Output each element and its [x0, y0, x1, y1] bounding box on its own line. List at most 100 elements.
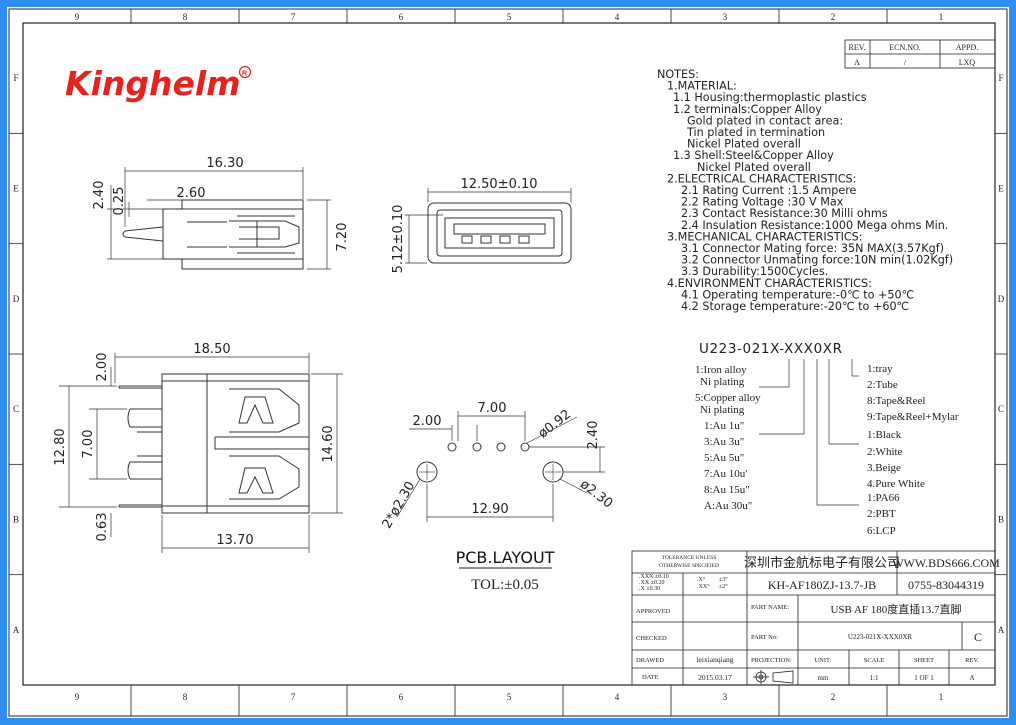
housing-option: 2:PBT [867, 508, 896, 520]
pcb-tolerance: TOL:±0.05 [471, 577, 539, 593]
rev-label: REV. [965, 657, 979, 664]
note-line: Gold plated in contact area: [687, 114, 843, 127]
packaging-option: 8:Tape&Reel [867, 395, 926, 407]
rev-header-ecn: ECN.NO. [889, 43, 921, 52]
grid-row-label: F [998, 73, 1003, 83]
packaging-option: 1:tray [867, 363, 893, 375]
note-line: Nickel Plated overall [697, 161, 811, 174]
grid-row-label: D [998, 294, 1005, 304]
tolerance-angular: .X° [697, 576, 706, 583]
note-line: 1.2 terminals:Copper Alloy [673, 103, 822, 116]
tolerance-line: .XXX ±0.10 [639, 574, 669, 580]
grid-column-label: 6 [399, 12, 404, 22]
note-line: Nickel Plated overall [687, 138, 801, 151]
company-website: WWW.BDS666.COM [892, 556, 1000, 570]
note-line: 2.3 Contact Resistance:30 Milli ohms [681, 207, 888, 220]
dim-5-12: 5.12±0.10 [391, 205, 406, 274]
grid-row-label: E [13, 184, 19, 194]
dim-pcb-12-90: 12.90 [471, 502, 508, 517]
pcb-layout-title: PCB.LAYOUT [456, 548, 555, 567]
material-option: 1:Iron alloy [695, 364, 747, 376]
part-code: U223-021X-XXX0XR [699, 341, 843, 357]
top-view-drawing [122, 199, 304, 270]
note-line: 4.2 Storage temperature:-20℃ to +60℃ [681, 300, 909, 313]
plating-option: 8:Au 15u" [704, 484, 750, 496]
tolerance-angular-value: ±2° [719, 583, 728, 590]
drawer-name: leixianqiang [696, 655, 733, 664]
registered-mark-icon [238, 65, 252, 79]
dim-pcb-2-00: 2.00 [413, 414, 442, 429]
grid-column-label: 8 [183, 12, 188, 22]
grid-column-label: 1 [939, 692, 944, 702]
tolerance-line: .X ±0.30 [639, 586, 660, 592]
note-line: 3.MECHANICAL CHARACTERISTICS: [667, 230, 863, 243]
part-name-label: PART NAME: [751, 604, 789, 611]
note-line: NOTES: [657, 68, 699, 81]
note-line: 1.MATERIAL: [667, 80, 737, 93]
note-line: 3.2 Connector Unmating force:10N min(1.0… [681, 254, 953, 267]
tolerance-linear: .XXX ±0.10.XX ±0.20.X ±0.30 [639, 574, 669, 592]
top-view-dimensions [107, 167, 331, 270]
notes-block: NOTES:1.MATERIAL:1.1 Housing:thermoplast… [657, 68, 953, 313]
packaging-option: 9:Tape&Reel+Mylar [867, 411, 959, 423]
packaging-option: 2:Tube [867, 379, 898, 391]
scale-value: 1:1 [870, 674, 879, 682]
dim-12-80: 12.80 [53, 428, 68, 465]
tolerance-angular-format: .X°.XX° [697, 576, 710, 590]
part-code-plating-options: 1:Au 1u"3:Au 3u"5:Au 5u"7:Au 10u'8:Au 15… [704, 420, 752, 512]
dim-0-25: 0.25 [112, 187, 127, 216]
note-line: 3.1 Connector Mating force: 35N MAX(3.57… [681, 242, 944, 255]
dim-pcb-2x-2-30: 2*ø2.30 [380, 479, 419, 531]
dim-0-63: 0.63 [95, 513, 110, 542]
color-option: 3.Beige [867, 462, 901, 474]
note-line: 2.2 Rating Voltage :30 V Max [681, 196, 844, 209]
tolerance-angular-values: ±3°±2° [719, 576, 728, 590]
pcb-layout-drawing [416, 442, 564, 483]
checked-label: CHECKED [636, 635, 667, 642]
material-option: 5:Copper alloy [695, 392, 761, 404]
dim-pcb-7-00: 7.00 [478, 401, 507, 416]
dim-14-60: 14.60 [321, 425, 336, 462]
unit-value: mm [818, 674, 829, 682]
grid-column-label: 8 [183, 692, 188, 702]
company-logo: Kinghelm [65, 64, 241, 103]
note-line: 4.ENVIRONMENT CHARACTERISTICS: [667, 277, 872, 290]
grid-column-label: 2 [831, 692, 836, 702]
part-name: USB AF 180度直插13.7直脚 [830, 602, 961, 616]
plating-option: A:Au 30u" [704, 500, 752, 512]
part-code-packaging-options: 1:tray 2:Tube 8:Tape&Reel 9:Tape&Reel+Mylar [867, 363, 959, 423]
dim-2-40: 2.40 [92, 181, 107, 210]
grid-column-label: 9 [75, 692, 80, 702]
dim-7-00: 7.00 [81, 430, 96, 459]
grid-column-label: 1 [939, 12, 944, 22]
dim-12-50: 12.50±0.10 [460, 177, 537, 192]
drawing-date: 2015.03.17 [698, 673, 732, 682]
note-line: 2.1 Rating Current :1.5 Ampere [681, 184, 857, 197]
plating-option: 5:Au 5u" [704, 452, 744, 464]
part-number: U223-021X-XXX0XR [848, 633, 912, 641]
grid-column-label: 4 [615, 12, 620, 22]
grid-column-label: 5 [507, 692, 512, 702]
plating-option: 1:Au 1u" [704, 420, 744, 432]
drawing-number: KH-AF180ZJ-13.7-JB [768, 578, 876, 592]
part-code-leader-lines [759, 359, 859, 506]
rev-value: A [969, 674, 974, 682]
material-option: Ni plating [700, 404, 745, 416]
sheet-label: SHEET [914, 657, 934, 664]
dim-pcb-2-30: ø2.30 [577, 477, 615, 512]
housing-option: 1:PA66 [867, 492, 900, 504]
dim-pcb-0-92: ø0.92 [536, 407, 574, 442]
grid-row-label: B [998, 515, 1004, 525]
rev-value-ecn: / [904, 58, 907, 67]
side-view-drawing [118, 373, 310, 514]
note-line: 3.3 Durability:1500Cycles. [681, 265, 828, 278]
color-option: 4.Pure White [867, 478, 925, 490]
grid-row-label: E [998, 184, 1004, 194]
projection-symbol-icon [753, 670, 794, 684]
grid-column-label: 7 [291, 12, 296, 22]
